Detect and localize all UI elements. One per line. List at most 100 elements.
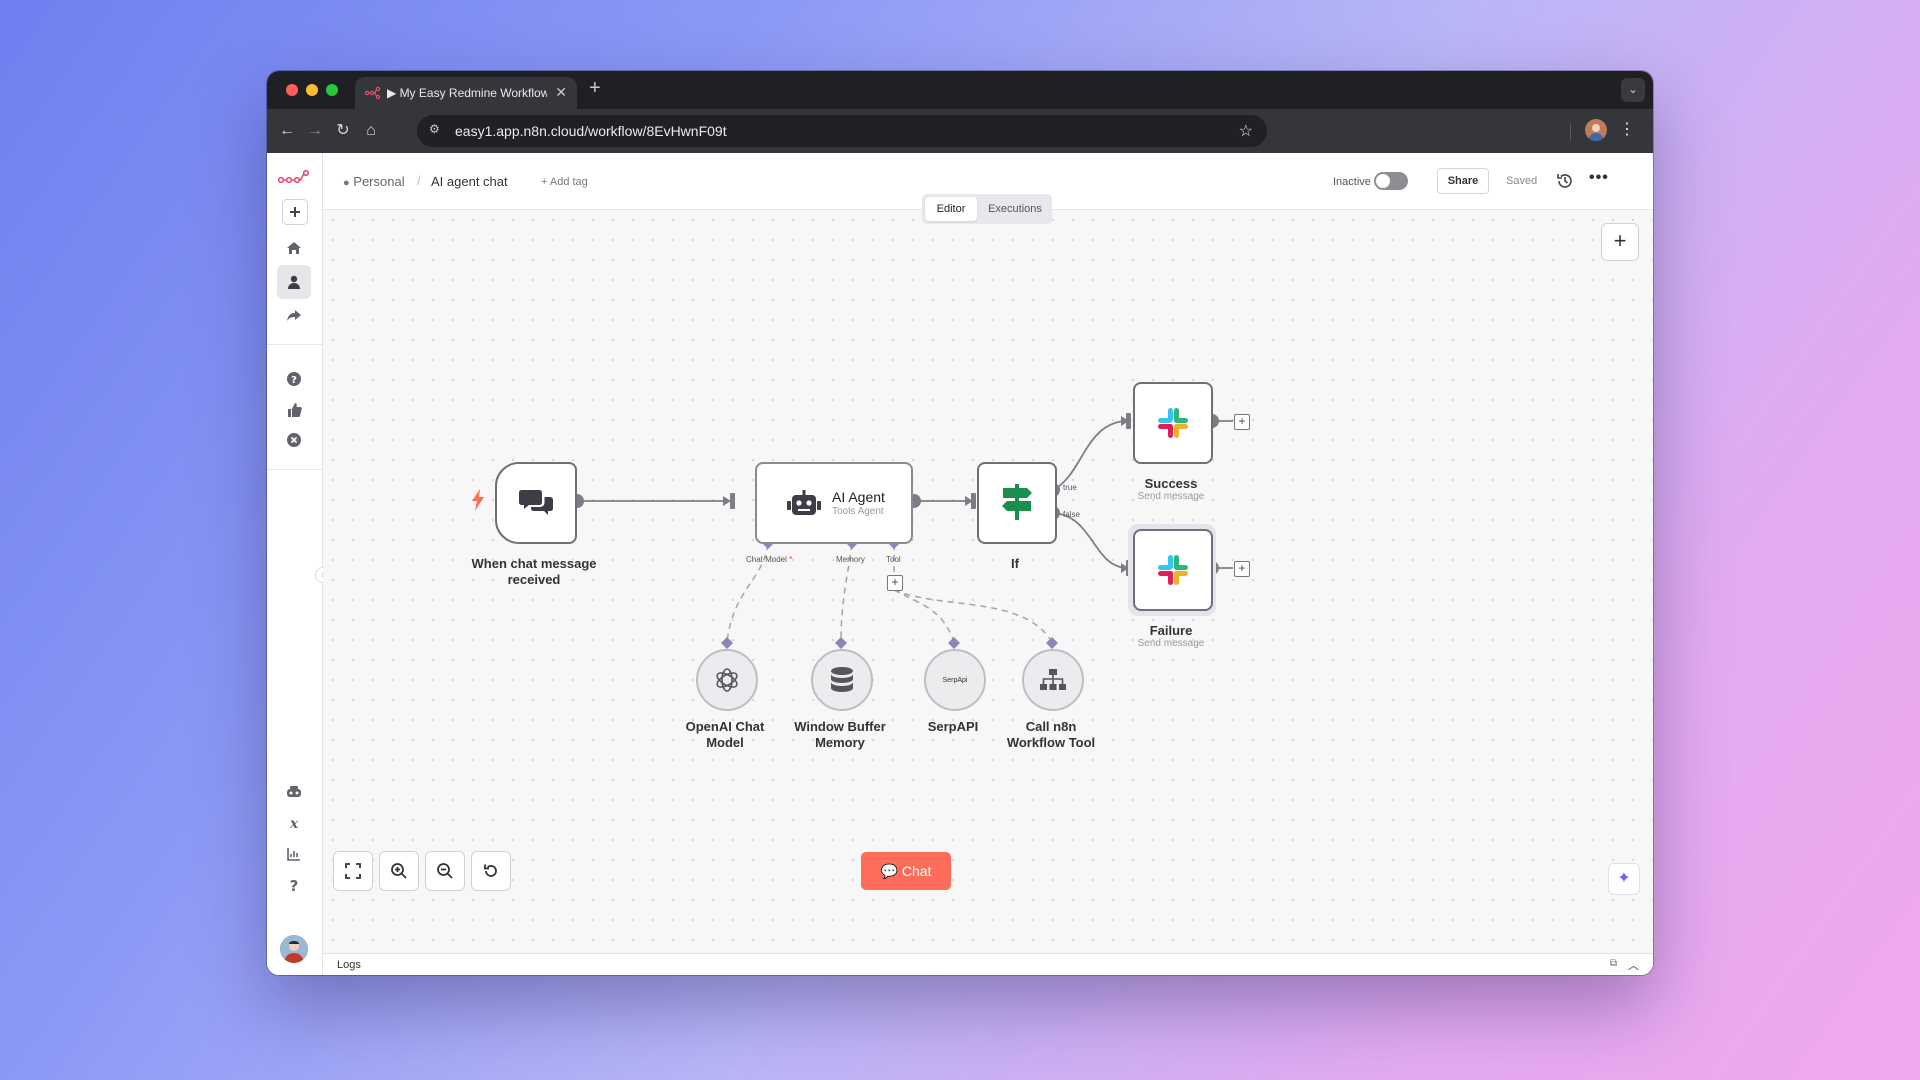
breadcrumb-personal[interactable]: ● Personal bbox=[343, 174, 405, 189]
node-ai-agent-subtitle: Tools Agent bbox=[832, 506, 884, 517]
slack-icon bbox=[1158, 555, 1188, 585]
address-bar[interactable]: ⚙ easy1.app.n8n.cloud/workflow/8EvHwnF09… bbox=[417, 115, 1267, 147]
node-workflow-tool-label-line2: Workflow Tool bbox=[1006, 735, 1096, 750]
home-browser-icon[interactable]: ⌂ bbox=[366, 122, 376, 139]
back-icon[interactable]: ← bbox=[279, 122, 295, 139]
user-avatar[interactable] bbox=[280, 935, 308, 963]
add-tag-button[interactable]: + Add tag bbox=[541, 176, 588, 188]
trigger-bolt-icon bbox=[472, 489, 484, 511]
breadcrumb-personal-label: Personal bbox=[353, 174, 405, 189]
reset-zoom-icon[interactable] bbox=[471, 851, 511, 891]
minimize-window-button[interactable] bbox=[306, 84, 318, 96]
node-chat-trigger[interactable] bbox=[495, 462, 577, 544]
site-info-icon[interactable]: ⚙ bbox=[429, 122, 440, 136]
openai-icon bbox=[716, 668, 738, 692]
insights-icon[interactable] bbox=[277, 837, 311, 871]
add-plus-icon[interactable] bbox=[282, 199, 308, 225]
x-circle-icon[interactable] bbox=[277, 423, 311, 457]
n8n-favicon-icon bbox=[365, 86, 381, 100]
open-chat-label: Chat bbox=[901, 863, 932, 879]
node-ai-agent-title: AI Agent bbox=[832, 489, 885, 505]
fit-view-icon[interactable] bbox=[333, 851, 373, 891]
node-ai-agent[interactable]: AI Agent Tools Agent bbox=[755, 462, 913, 544]
node-success-slack[interactable] bbox=[1133, 382, 1213, 464]
user-icon[interactable] bbox=[277, 265, 311, 299]
logs-panel-bar[interactable]: Logs ⧉ ︿ bbox=[323, 953, 1653, 975]
tab-editor[interactable]: Editor bbox=[925, 197, 977, 221]
n8n-logo-icon[interactable] bbox=[275, 161, 313, 195]
node-if[interactable] bbox=[977, 462, 1057, 544]
templates-icon[interactable] bbox=[277, 775, 311, 809]
open-chat-button[interactable]: 💬 Chat bbox=[861, 852, 951, 890]
chevron-up-icon[interactable]: ︿ bbox=[1628, 960, 1639, 972]
tab-executions[interactable]: Executions bbox=[988, 203, 1042, 215]
node-serpapi[interactable]: SerpApi bbox=[924, 649, 986, 711]
node-if-label: If bbox=[1011, 556, 1019, 571]
reload-icon[interactable]: ↻ bbox=[336, 122, 350, 139]
zoom-out-icon[interactable] bbox=[425, 851, 465, 891]
maximize-window-button[interactable] bbox=[326, 84, 338, 96]
share-icon[interactable] bbox=[277, 298, 311, 332]
node-openai-chat-model[interactable] bbox=[696, 649, 758, 711]
node-workflow-tool-label: Call n8n Workflow Tool bbox=[991, 719, 1111, 751]
node-openai-label: OpenAI Chat Model bbox=[665, 719, 785, 751]
connection-openai bbox=[726, 543, 769, 643]
tab-close-icon[interactable]: ✕ bbox=[555, 84, 567, 100]
help-circle-icon[interactable]: ? bbox=[277, 362, 311, 396]
port-tool-label: Tool bbox=[886, 555, 901, 564]
browser-tab[interactable]: ▶ My Easy Redmine Workflow ✕ bbox=[355, 77, 577, 109]
forward-icon[interactable]: → bbox=[307, 122, 323, 139]
node-failure-subtitle: Send message bbox=[1137, 638, 1205, 649]
pop-out-icon[interactable]: ⧉ bbox=[1609, 958, 1617, 969]
chat-bubble-icon: 💬 bbox=[880, 863, 898, 879]
node-failure-slack[interactable] bbox=[1133, 529, 1213, 611]
active-toggle[interactable] bbox=[1374, 172, 1408, 190]
thumbs-up-icon[interactable] bbox=[277, 393, 311, 427]
add-node-button[interactable]: + bbox=[1601, 223, 1639, 261]
node-success-label: Success bbox=[1144, 476, 1198, 491]
node-chat-trigger-label-line1: When chat message bbox=[471, 556, 597, 571]
saved-status: Saved bbox=[1506, 175, 1538, 187]
node-failure-label: Failure bbox=[1149, 623, 1193, 638]
workflow-name[interactable]: AI agent chat bbox=[431, 174, 508, 189]
sitemap-icon bbox=[1040, 669, 1066, 690]
n8n-app: ? › x ? bbox=[267, 153, 1653, 975]
bookmark-star-icon[interactable]: ☆ bbox=[1238, 123, 1253, 140]
breadcrumb-separator: / bbox=[417, 173, 421, 188]
node-chat-trigger-label: When chat message received bbox=[454, 556, 614, 588]
connection-workflow-tool bbox=[893, 589, 1053, 643]
sidebar-divider-2 bbox=[267, 469, 322, 470]
zoom-in-icon[interactable] bbox=[379, 851, 419, 891]
robot-icon bbox=[787, 490, 821, 515]
workflow-canvas[interactable]: When chat message received AI Agent Tool… bbox=[323, 210, 1653, 962]
chat-bubbles-icon bbox=[519, 490, 553, 515]
node-window-buffer-memory[interactable] bbox=[811, 649, 873, 711]
url-text[interactable]: easy1.app.n8n.cloud/workflow/8EvHwnF09t bbox=[455, 123, 727, 139]
tab-strip: ▶ My Easy Redmine Workflow ✕ + ⌄ bbox=[267, 71, 1653, 109]
new-tab-button[interactable]: + bbox=[589, 77, 601, 99]
browser-menu-icon[interactable]: ⋮ bbox=[1619, 121, 1635, 138]
node-memory-label: Window Buffer Memory bbox=[780, 719, 900, 751]
more-options-icon[interactable]: ••• bbox=[1589, 169, 1609, 186]
tab-search-button[interactable]: ⌄ bbox=[1621, 78, 1645, 102]
close-window-button[interactable] bbox=[286, 84, 298, 96]
sparkle-ai-assistant-icon[interactable]: ✦ bbox=[1608, 863, 1640, 895]
connection-if-success bbox=[1052, 420, 1128, 491]
profile-avatar[interactable] bbox=[1585, 119, 1607, 141]
share-button[interactable]: Share bbox=[1437, 168, 1489, 194]
database-icon bbox=[831, 667, 853, 692]
node-call-workflow-tool[interactable] bbox=[1022, 649, 1084, 711]
history-icon[interactable] bbox=[1555, 171, 1575, 191]
port-chat-model-label: Chat Model * bbox=[746, 555, 792, 564]
node-workflow-tool-label-line1: Call n8n bbox=[1025, 719, 1077, 734]
success-add-node-button[interactable]: + bbox=[1234, 414, 1250, 430]
home-icon[interactable] bbox=[277, 231, 311, 265]
svg-text:?: ? bbox=[290, 877, 299, 893]
editor-executions-switcher: Editor Executions bbox=[922, 194, 1052, 224]
node-openai-label-line1: OpenAI Chat bbox=[685, 719, 765, 734]
node-serpapi-label: SerpAPI bbox=[927, 719, 979, 734]
question-icon[interactable]: ? bbox=[277, 868, 311, 902]
failure-add-node-button[interactable]: + bbox=[1234, 561, 1250, 577]
variables-icon[interactable]: x bbox=[277, 806, 311, 840]
add-tool-button[interactable]: + bbox=[887, 575, 903, 591]
